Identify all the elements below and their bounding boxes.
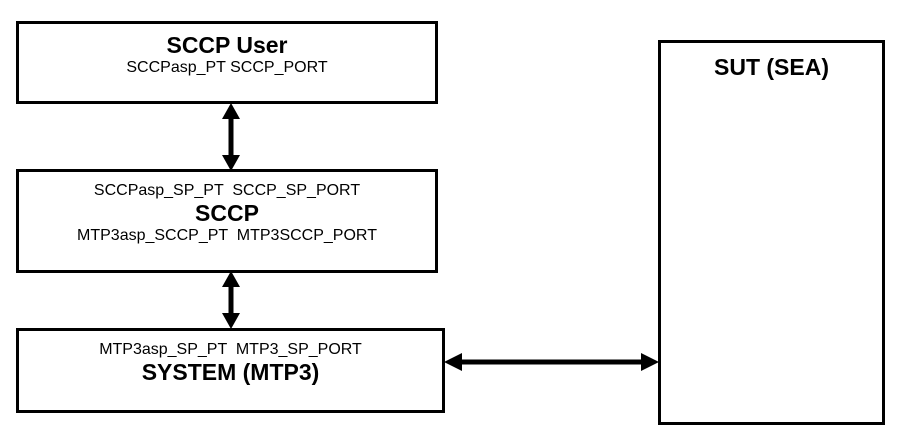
node-sccp-user-ports: SCCPasp_PT SCCP_PORT xyxy=(126,58,328,76)
connector-sccp-user-to-sccp xyxy=(217,102,245,172)
node-system-mtp3-title: SYSTEM (MTP3) xyxy=(141,358,320,385)
node-system-mtp3-ports: MTP3asp_SP_PT MTP3_SP_PORT xyxy=(99,341,362,358)
node-sut-sea-title: SUT (SEA) xyxy=(714,54,829,80)
node-sccp-user: SCCP User SCCPasp_PT SCCP_PORT xyxy=(16,21,438,104)
node-sccp-lower-ports: MTP3asp_SCCP_PT MTP3SCCP_PORT xyxy=(77,226,377,244)
node-sccp-upper-ports: SCCPasp_SP_PT SCCP_SP_PORT xyxy=(93,182,361,199)
node-sut-sea: SUT (SEA) xyxy=(658,40,885,425)
connector-system-to-sut xyxy=(443,348,660,376)
node-sccp-user-title: SCCP User xyxy=(166,32,288,58)
connector-sccp-to-system xyxy=(217,270,245,330)
node-sccp-title: SCCP xyxy=(195,199,259,226)
node-system-mtp3: MTP3asp_SP_PT MTP3_SP_PORT SYSTEM (MTP3) xyxy=(16,328,445,413)
node-sccp: SCCPasp_SP_PT SCCP_SP_PORT SCCP MTP3asp_… xyxy=(16,169,438,273)
